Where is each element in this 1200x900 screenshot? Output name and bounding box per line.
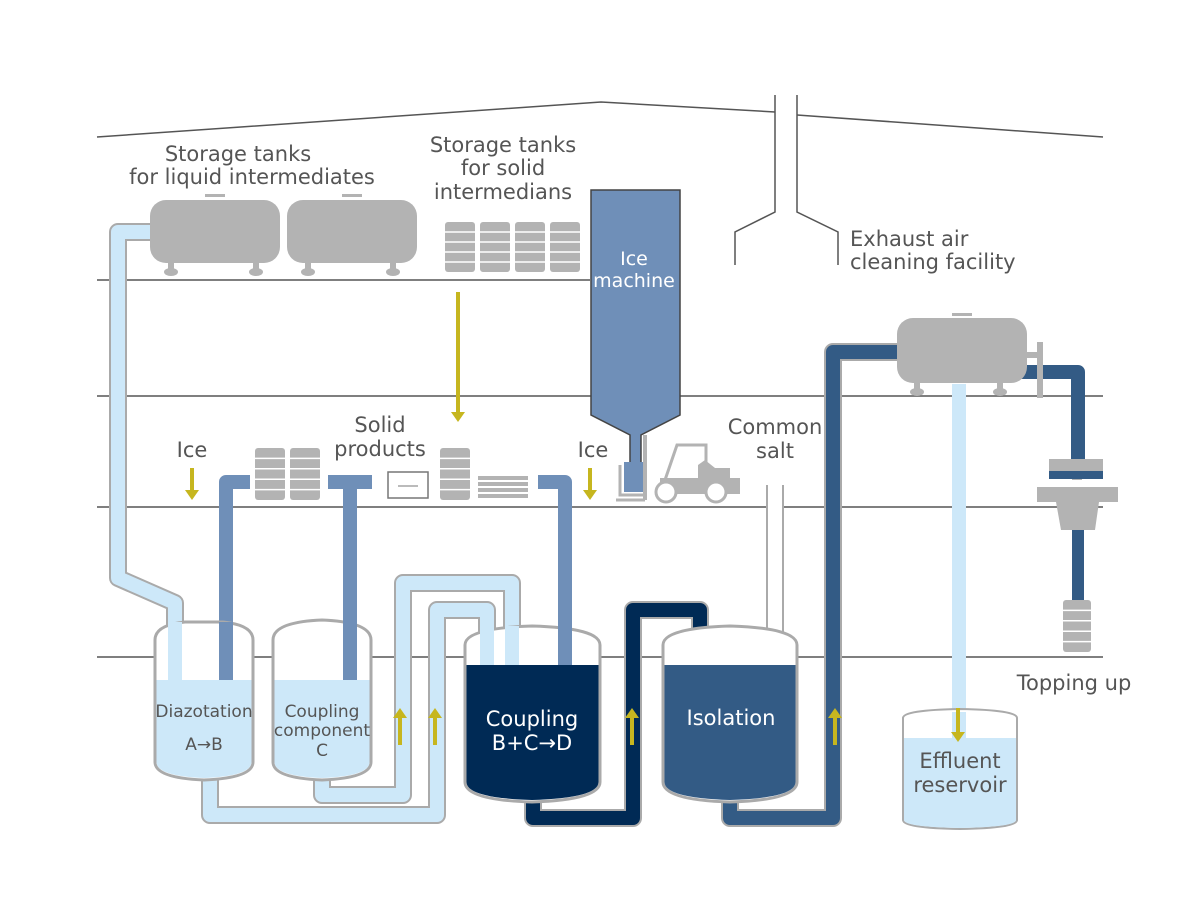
storage-solid-label-2: for solid [461, 156, 545, 180]
ice-right-label: Ice [578, 438, 609, 462]
dryer-unit [1037, 459, 1118, 530]
topping-up-label: Topping up [1016, 671, 1132, 695]
coupling-reaction: B+C→D [492, 731, 572, 755]
exhaust-label-1: Exhaust air [850, 227, 969, 251]
arrow-icon [951, 708, 965, 742]
storage-liquid-label-2: for liquid intermediates [129, 165, 375, 189]
arrow-icon [625, 708, 639, 745]
flow-arrows [185, 292, 965, 745]
effluent-reservoir [902, 707, 1018, 831]
diazotation-label: Diazotation [155, 702, 252, 722]
effluent-label-2: reservoir [913, 773, 1007, 797]
diazotation-reaction: A→B [185, 735, 223, 755]
isolation-vessel [661, 624, 799, 804]
solid-products-label-1: Solid [354, 413, 405, 437]
storage-liquid-label-1: Storage tanks [165, 142, 311, 166]
coupling-component-label-1: Coupling [285, 702, 360, 722]
isolation-label: Isolation [687, 706, 776, 730]
drum-icon [440, 448, 470, 500]
common-salt-label-2: salt [756, 439, 794, 463]
coupling-component-label-3: C [316, 741, 328, 761]
liquid-intermediate-pipe [109, 223, 184, 690]
exhaust-label-2: cleaning facility [850, 250, 1016, 274]
effluent-label-1: Effluent [919, 749, 1000, 773]
ice-machine-label-2: machine [593, 270, 675, 292]
arrow-icon [451, 292, 465, 422]
forklift-icon [616, 435, 740, 504]
solid-storage-drums [445, 222, 580, 272]
ice-machine-label-1: Ice [620, 248, 648, 270]
coupling-component-label-2: component [274, 721, 371, 741]
ice-machine [590, 189, 681, 492]
drum-icon [445, 222, 475, 272]
drum-icon [515, 222, 545, 272]
solid-products [255, 448, 528, 500]
topping-up-drum [1063, 600, 1091, 652]
coupling-component-vessel [271, 618, 373, 782]
product-pipe [1020, 365, 1085, 470]
dryer-band [1049, 471, 1103, 479]
drum-icon [1063, 600, 1091, 652]
drum-icon [290, 448, 320, 500]
liquid-storage-tanks [150, 194, 417, 276]
arrow-icon [185, 468, 199, 500]
storage-solid-label-1: Storage tanks [430, 133, 576, 157]
solid-products-label-2: products [334, 437, 426, 461]
arrow-icon [428, 708, 442, 745]
effluent-pipe [952, 384, 966, 714]
arrow-icon [828, 708, 842, 745]
arrow-icon [393, 708, 407, 745]
common-salt-label-1: Common [728, 415, 823, 439]
coupling-vessel [463, 624, 602, 804]
ice-left-label: Ice [177, 438, 208, 462]
filter-tank [897, 313, 1043, 398]
drum-icon [480, 222, 510, 272]
isolation-outlet-pipe [723, 345, 900, 825]
coupling-label: Coupling [486, 707, 578, 731]
diazotation-vessel [153, 620, 255, 782]
storage-solid-label-3: intermedians [434, 180, 572, 204]
drum-icon [550, 222, 580, 272]
arrow-icon [583, 468, 597, 500]
drum-icon [255, 448, 285, 500]
